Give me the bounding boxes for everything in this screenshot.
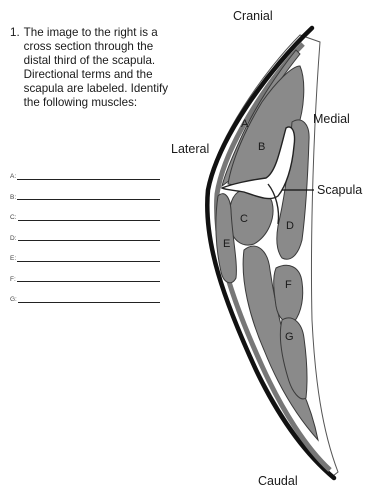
muscle-f (274, 265, 303, 323)
muscle-label-a: A (241, 118, 249, 130)
muscle-label-c: C (240, 213, 248, 225)
muscle-label-e: E (223, 238, 230, 250)
muscle-label-b: B (258, 141, 265, 153)
muscle-label-g: G (285, 331, 294, 343)
label-cranial: Cranial (233, 9, 273, 23)
label-caudal: Caudal (258, 474, 298, 487)
muscle-label-d: D (286, 220, 294, 232)
label-lateral: Lateral (171, 142, 209, 156)
label-scapula: Scapula (317, 183, 362, 197)
label-medial: Medial (313, 112, 350, 126)
muscle-label-f: F (285, 279, 292, 291)
